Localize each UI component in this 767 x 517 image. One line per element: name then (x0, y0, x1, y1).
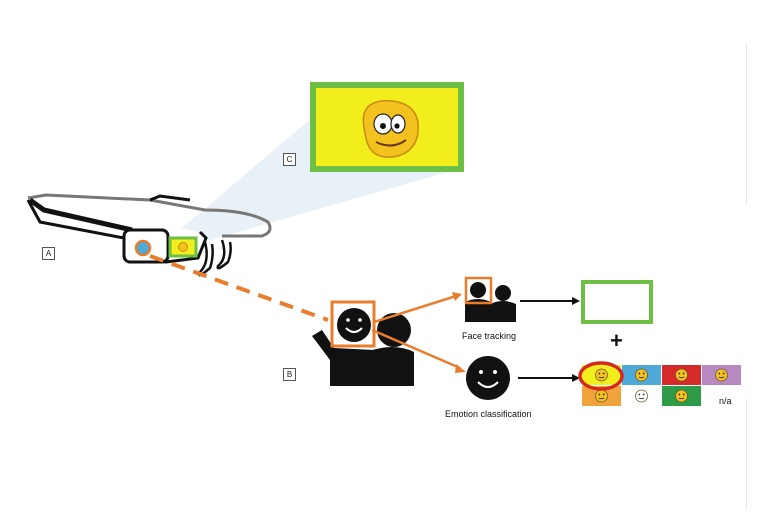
camera-lens-icon (134, 239, 152, 257)
emotion-mouth (718, 376, 725, 379)
sad-face-icon (635, 368, 648, 382)
contempt-face-icon (675, 389, 688, 403)
emotion-mouth (678, 397, 685, 400)
emotion-mouth (638, 376, 645, 379)
people-group-icon (312, 308, 414, 386)
emotion-eye (678, 393, 681, 396)
mini-smiley-icon (178, 242, 188, 252)
tracking-frame (581, 280, 653, 324)
face-tracking-icon (464, 276, 516, 322)
surprise-face-icon (595, 389, 608, 403)
arrow-to-face-tracking (373, 294, 457, 324)
emotion-classification-caption: Emotion classification (445, 409, 532, 419)
emotion-eye (722, 372, 725, 375)
label-c: C (283, 153, 296, 166)
na-label: n/a (719, 396, 732, 406)
detected-face-box (330, 300, 376, 348)
emotion-eye (602, 372, 605, 375)
angry-face-icon (675, 368, 688, 382)
face-tracking-caption: Face tracking (462, 331, 517, 341)
right-margin-rule-lower (746, 400, 747, 510)
disgust-face-icon (715, 368, 728, 382)
emotion-eye (682, 393, 685, 396)
label-b: B (283, 368, 296, 381)
label-a: A (42, 247, 55, 260)
person-smile (345, 327, 363, 333)
emotion-cell (702, 386, 741, 406)
emotion-mouth (678, 376, 685, 379)
emotion-eye (602, 393, 605, 396)
emotion-eye (598, 393, 601, 396)
emotion-eye (678, 372, 681, 375)
emotion-grid (582, 365, 741, 406)
camera-view-dashed-line (149, 254, 329, 322)
plus-sign: + (610, 328, 623, 353)
arrow-to-emotion (371, 328, 461, 370)
emotion-mouth (638, 397, 645, 400)
right-margin-rule (746, 44, 747, 204)
fear-face-icon (635, 389, 648, 403)
happy-face-icon (595, 368, 608, 382)
emotion-eye (642, 393, 645, 396)
emotion-mouth (598, 376, 605, 379)
emotion-face-icon (466, 356, 510, 400)
smiley-blob-icon (362, 99, 419, 158)
selected-emotion-ring (578, 361, 624, 391)
emotion-eye (638, 393, 641, 396)
emotion-eye (642, 372, 645, 375)
emotion-mouth (598, 397, 605, 400)
emotion-eye (718, 372, 721, 375)
emotion-eye (638, 372, 641, 375)
emotion-eye (598, 372, 601, 375)
emotion-eye (682, 372, 685, 375)
